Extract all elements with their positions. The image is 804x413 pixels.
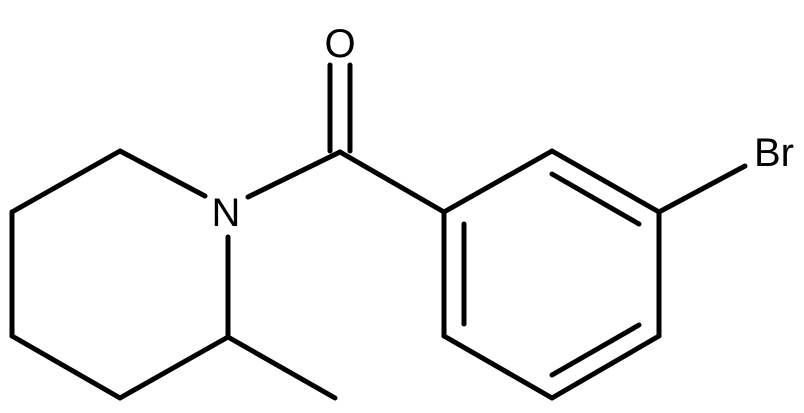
benzene-bond-c5-c6 xyxy=(441,333,555,401)
oxygen-atom-label: O xyxy=(324,22,355,66)
methyl-bond xyxy=(225,334,338,401)
piperidine-bond-c4-c3 xyxy=(9,333,123,401)
benzene-inner-double-bond-top xyxy=(549,171,642,227)
piperidine-bond-c6-c5 xyxy=(9,148,123,215)
bromine-bond xyxy=(656,163,748,215)
carbonyl-to-nitrogen-bond xyxy=(245,149,343,200)
benzene-bond-c2-c3 xyxy=(549,148,662,215)
benzene-inner-double-bond-bottom xyxy=(549,322,642,378)
piperidine-bond-c3-c2 xyxy=(117,334,231,401)
benzene-bond-c4-c5 xyxy=(549,333,662,401)
bromine-atom-label: Br xyxy=(754,131,794,175)
piperidine-bond-n-c6 xyxy=(117,148,208,199)
nitrogen-atom-label: N xyxy=(212,191,241,235)
benzene-bond-c1-c2 xyxy=(441,148,555,215)
carbonyl-to-ring-bond xyxy=(337,149,447,215)
